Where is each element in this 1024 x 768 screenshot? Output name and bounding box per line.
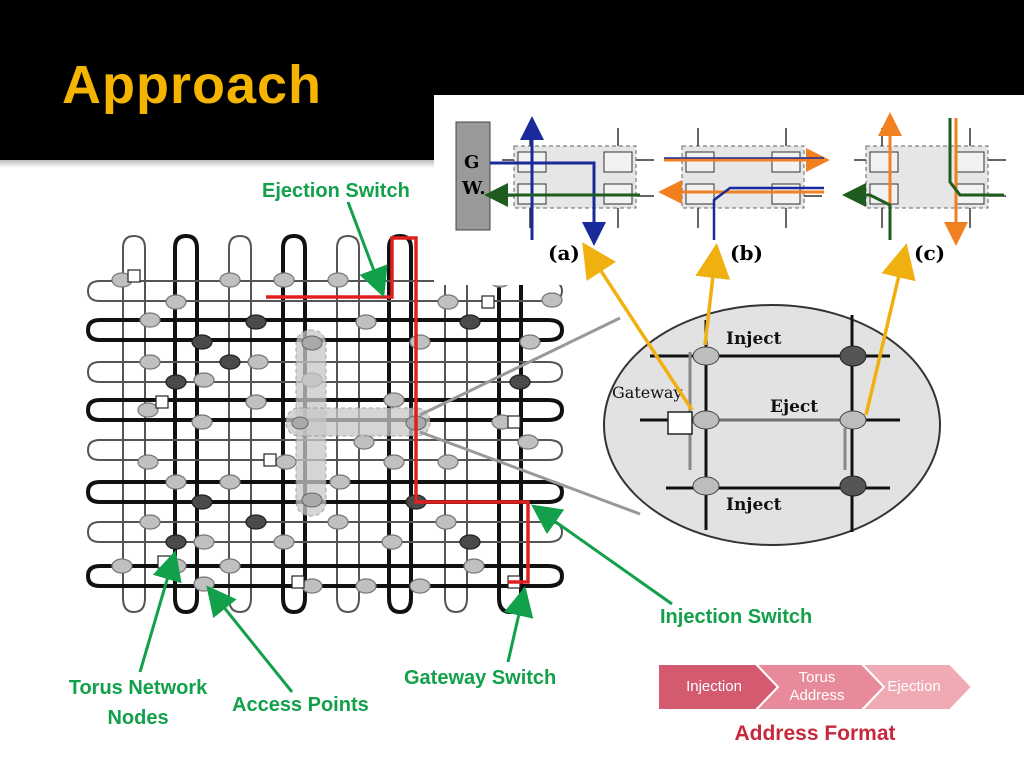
arrow-torus-nodes [138, 550, 182, 673]
zoom-gateway-label: Gateway [612, 383, 683, 402]
zoom-line [419, 430, 641, 516]
panel-a-label: (a) [548, 241, 580, 265]
panel-b-label: (b) [730, 241, 763, 265]
arrow-injection-switch [531, 504, 673, 606]
zoom-eject-label: Eject [770, 397, 818, 417]
ejection-switch-label: Ejection Switch [262, 180, 410, 202]
arrow-to-panel-b [695, 243, 731, 346]
arrow-to-panel-c [864, 243, 916, 416]
injection-switch-label: Injection Switch [660, 606, 813, 628]
zoom-line [419, 316, 621, 417]
gateway-switch-label: Gateway Switch [404, 667, 557, 689]
access-points-label: Access Points [232, 694, 369, 716]
address-format-caption: Address Format [734, 722, 896, 745]
chevron-torus-label: Torus Address [789, 669, 845, 704]
torus-nodes-line2: Nodes [107, 707, 169, 729]
zoom-circle: Inject Eject Inject Gateway [603, 304, 941, 546]
arrow-to-panel-a [582, 242, 694, 411]
gateway-box-w: W. [461, 178, 486, 199]
arrow-access-points [206, 585, 294, 693]
zoom-inject-bottom-label: Inject [726, 495, 782, 515]
chevron-ejection-label: Ejection [887, 678, 941, 695]
slide-title: Approach [62, 55, 323, 115]
arrow-gateway-switch [504, 586, 534, 663]
arrow-ejection-switch [346, 201, 388, 298]
gateway-region [285, 329, 431, 517]
route-path [266, 236, 530, 584]
chevron-ejection [859, 663, 974, 711]
torus-nodes-label: Torus Network Nodes [48, 673, 228, 733]
torus-nodes-line1: Torus Network [68, 677, 208, 699]
switch-panels: G W. (a) (b) (c) [434, 95, 1024, 285]
panel-c-label: (c) [914, 241, 945, 265]
chevron-injection-label: Injection [686, 678, 742, 695]
gateway-box-g: G [464, 152, 479, 173]
zoom-inject-top-label: Inject [726, 329, 782, 349]
